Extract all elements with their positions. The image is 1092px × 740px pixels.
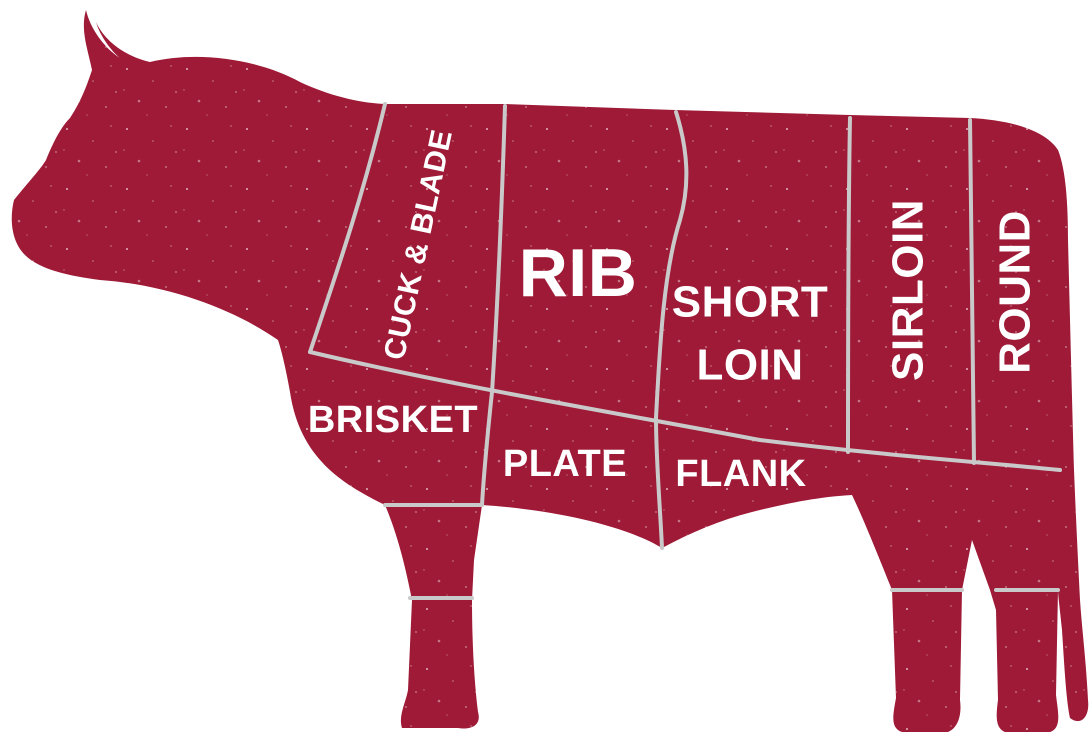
label-short-loin-line1: SHORT	[672, 278, 829, 327]
label-flank: FLANK	[675, 453, 806, 495]
label-plate: PLATE	[503, 443, 627, 485]
label-sirloin: SIRLOIN	[884, 199, 933, 381]
label-round: ROUND	[991, 210, 1040, 374]
divider-shortloin-sirloin	[848, 118, 850, 452]
label-short-loin-line2: LOIN	[696, 341, 803, 390]
label-rib: RIB	[519, 235, 638, 311]
label-brisket: BRISKET	[308, 399, 478, 441]
